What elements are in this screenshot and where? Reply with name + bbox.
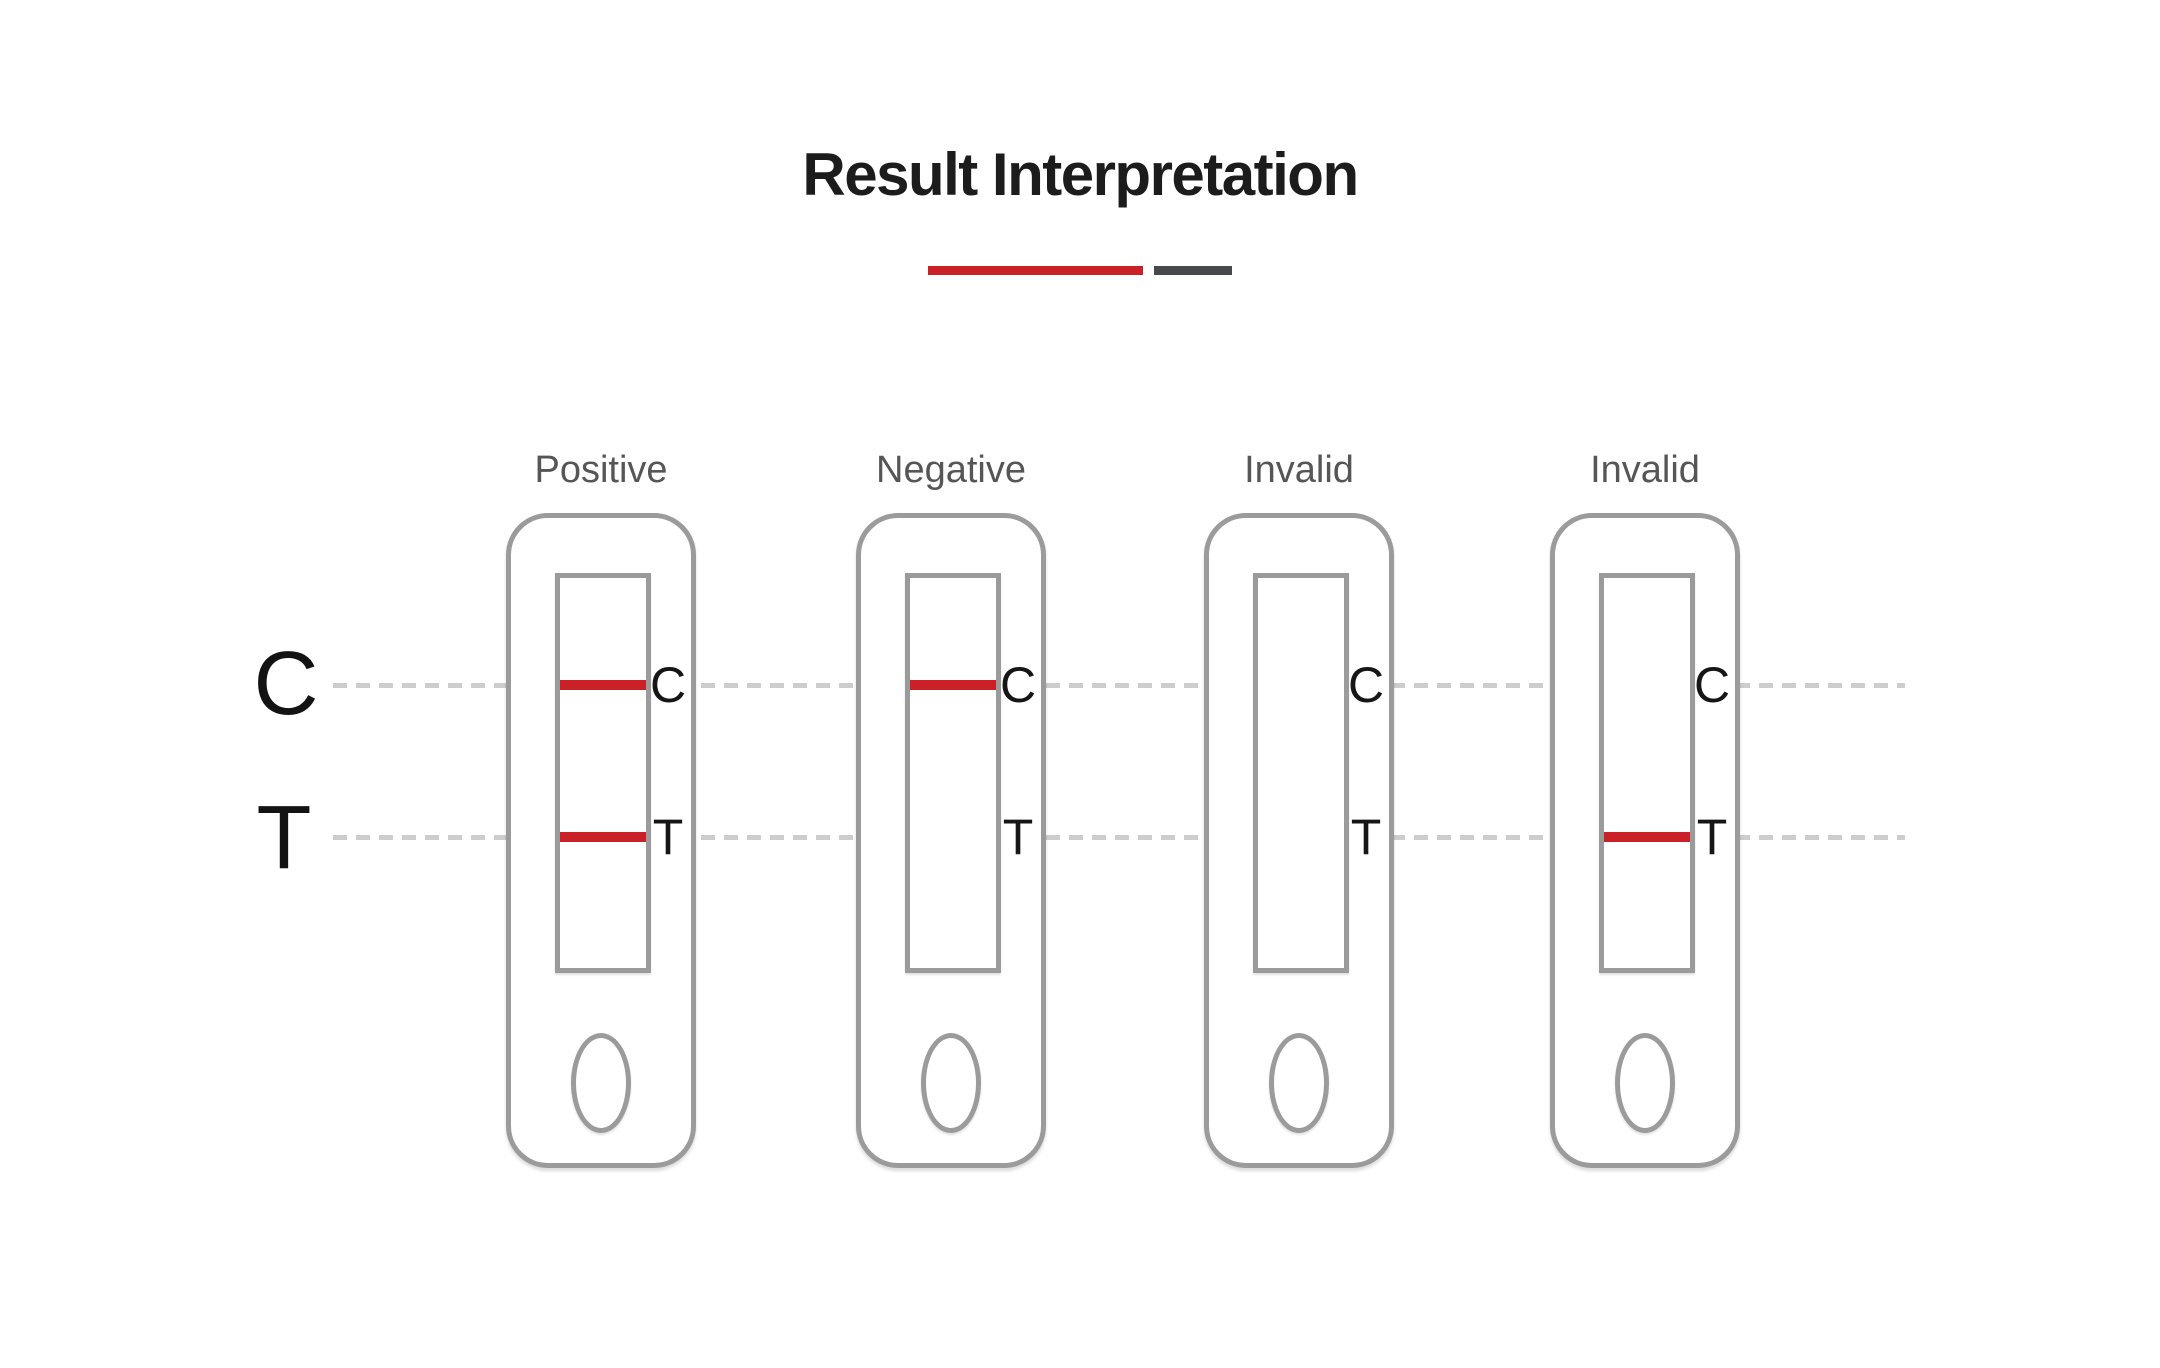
test-cassette: C T xyxy=(1204,513,1394,1168)
test-cassette: C T xyxy=(1550,513,1740,1168)
result-window xyxy=(905,573,1001,973)
test-letter: T xyxy=(1350,809,1382,865)
title-accent-bar-dark xyxy=(1154,266,1232,275)
cassette-column: Invalid C T xyxy=(1204,440,1394,1168)
result-label: Positive xyxy=(534,449,668,491)
test-line xyxy=(1604,832,1690,842)
sample-well xyxy=(571,1033,631,1133)
result-window xyxy=(555,573,651,973)
control-letter: C xyxy=(1693,657,1731,713)
control-letter: C xyxy=(649,657,687,713)
sample-well xyxy=(1269,1033,1329,1133)
control-line xyxy=(910,680,996,690)
sample-well xyxy=(921,1033,981,1133)
control-letter: C xyxy=(1347,657,1385,713)
control-guide-dashed-line xyxy=(333,683,1905,688)
result-label: Invalid xyxy=(1244,449,1354,491)
result-window xyxy=(1599,573,1695,973)
control-row-label: C xyxy=(253,634,319,734)
test-cassette: C T xyxy=(856,513,1046,1168)
result-window xyxy=(1253,573,1349,973)
test-guide-dashed-line xyxy=(333,835,1905,840)
cassette-column: Invalid C T xyxy=(1550,440,1740,1168)
test-row-label: T xyxy=(256,788,312,888)
sample-well xyxy=(1615,1033,1675,1133)
test-letter: T xyxy=(1696,809,1728,865)
result-label: Negative xyxy=(876,449,1026,491)
result-label: Invalid xyxy=(1590,449,1700,491)
title-accent-bar-red xyxy=(928,266,1143,275)
test-line xyxy=(560,832,646,842)
cassette-column: Positive C T xyxy=(506,440,696,1168)
page-title: Result Interpretation xyxy=(802,141,1359,208)
test-letter: T xyxy=(652,809,684,865)
cassette-column: Negative C T xyxy=(856,440,1046,1168)
test-cassette: C T xyxy=(506,513,696,1168)
control-letter: C xyxy=(999,657,1037,713)
test-letter: T xyxy=(1002,809,1034,865)
control-line xyxy=(560,680,646,690)
